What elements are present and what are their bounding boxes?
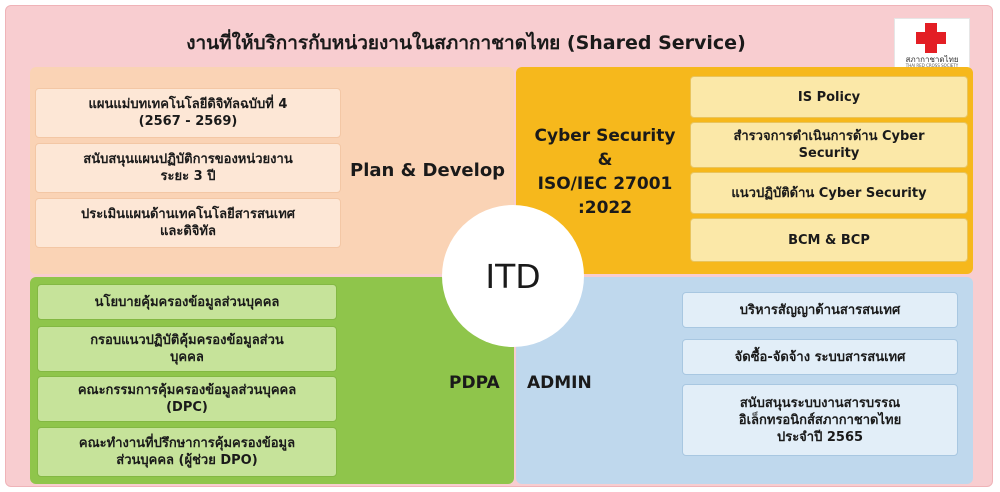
admin-item: จัดซื้อ-จัดจ้าง ระบบสารสนเทศ bbox=[682, 339, 958, 375]
logo-subtext: THAI RED CROSS SOCIETY bbox=[905, 63, 959, 68]
cyber-security-label: Cyber Security & ISO/IEC 27001 :2022 bbox=[534, 126, 676, 218]
diagram-title: งานที่ให้บริการกับหน่วยงานในสภากาชาดไทย … bbox=[186, 32, 746, 54]
plan-item: แผนแม่บทเทคโนโลยีดิจิทัลฉบับที่ 4 (2567 … bbox=[35, 88, 341, 138]
itd-label: ITD bbox=[485, 256, 541, 296]
plan-item: ประเมินแผนด้านเทคโนโลยีสารสนเทศ และดิจิท… bbox=[35, 198, 341, 248]
pdpa-item: นโยบายคุ้มครองข้อมูลส่วนบุคคล bbox=[37, 284, 337, 320]
itd-hub-circle: ITD bbox=[442, 205, 584, 347]
admin-item: สนับสนุนระบบงานสารบรรณ อิเล็กทรอนิกส์สภา… bbox=[682, 384, 958, 456]
cyber-item: สำรวจการดำเนินการด้าน Cyber Security bbox=[690, 122, 968, 168]
plan-item: สนับสนุนแผนปฏิบัติการของหน่วยงาน ระยะ 3 … bbox=[35, 143, 341, 193]
cyber-item: IS Policy bbox=[690, 76, 968, 118]
logo-text: สภากาชาดไทย bbox=[905, 55, 959, 64]
pdpa-label: PDPA bbox=[449, 373, 500, 393]
admin-label: ADMIN bbox=[527, 373, 592, 393]
pdpa-item: คณะกรรมการคุ้มครองข้อมูลส่วนบุคคล (DPC) bbox=[37, 376, 337, 422]
pdpa-item: คณะทำงานที่ปรึกษาการคุ้มครองข้อมูล ส่วนบ… bbox=[37, 427, 337, 477]
cyber-item: แนวปฏิบัติด้าน Cyber Security bbox=[690, 172, 968, 214]
admin-item: บริหารสัญญาด้านสารสนเทศ bbox=[682, 292, 958, 328]
pdpa-item: กรอบแนวปฏิบัติคุ้มครองข้อมูลส่วน บุคคล bbox=[37, 326, 337, 372]
thai-red-cross-logo: สภากาชาดไทย THAI RED CROSS SOCIETY bbox=[894, 18, 970, 72]
cyber-item: BCM & BCP bbox=[690, 218, 968, 262]
plan-develop-label: Plan & Develop bbox=[350, 160, 506, 181]
